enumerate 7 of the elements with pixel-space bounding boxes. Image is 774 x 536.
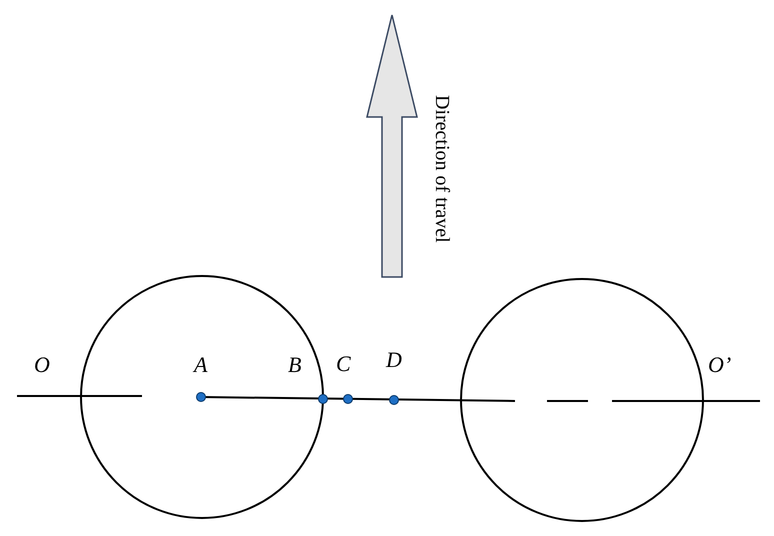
point-label: D <box>386 349 402 371</box>
point-label: O’ <box>708 354 732 376</box>
point-label: A <box>194 354 208 376</box>
direction-label: Direction of travel <box>432 95 452 243</box>
point-label: B <box>288 354 302 376</box>
point-label: C <box>336 353 351 375</box>
point-label: O <box>34 354 50 376</box>
